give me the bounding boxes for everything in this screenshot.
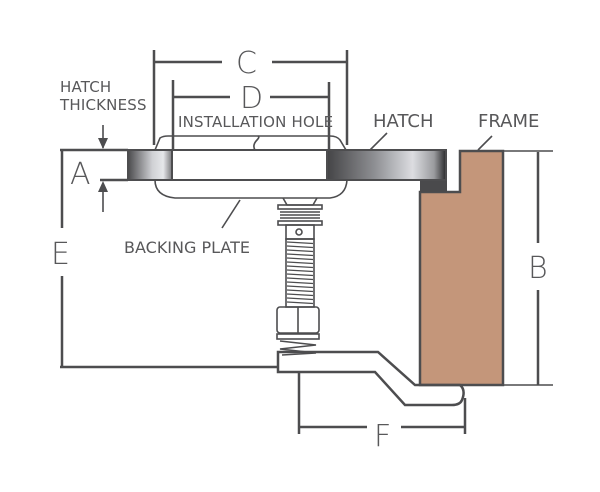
thread-line [286, 297, 314, 301]
trim-ring [154, 135, 347, 151]
hatch-lid [60, 148, 447, 182]
thread-line [286, 281, 314, 285]
bolt-threads [286, 241, 314, 305]
dimension-b [503, 150, 553, 386]
dim-label-a: A [70, 157, 91, 192]
thread-line [286, 269, 314, 273]
label-frame: FRAME [478, 111, 539, 132]
label-hatch-thickness-1: HATCH [60, 78, 111, 96]
thread-line [286, 285, 314, 289]
label-hatch: HATCH [373, 111, 434, 132]
dimension-a [98, 125, 108, 212]
thread-line [286, 301, 314, 305]
thread-line [286, 293, 314, 297]
dimension-c [152, 50, 349, 145]
label-backing-plate: BACKING PLATE [124, 238, 250, 257]
backing-plate-leader [221, 199, 241, 229]
hatch-section-right [326, 149, 447, 181]
thread-line [286, 265, 314, 269]
hole-break-mark [253, 135, 260, 151]
thread-line [286, 241, 314, 245]
installation-hole [171, 149, 328, 181]
washer [276, 333, 320, 340]
thread-line [286, 245, 314, 249]
dim-label-d: D [240, 81, 263, 116]
thread-line [286, 249, 314, 253]
spring [279, 340, 317, 356]
frame [418, 149, 528, 387]
thread-line [286, 257, 314, 261]
thread-line [286, 289, 314, 293]
frame-gasket [420, 180, 447, 192]
thread-line [286, 253, 314, 257]
dimension-f [297, 372, 467, 434]
thread-line [286, 273, 314, 277]
label-hatch-thickness-2: THICKNESS [59, 96, 147, 114]
bolt-assembly [276, 197, 323, 356]
hatch-leader [369, 132, 388, 151]
dim-label-b: B [528, 251, 548, 286]
frame-leader [477, 135, 493, 151]
thread-line [286, 277, 314, 281]
dim-label-e: E [51, 237, 70, 272]
dim-label-c: C [236, 46, 257, 81]
backing-plate [154, 179, 348, 199]
label-installation-hole: INSTALLATION HOLE [178, 113, 333, 131]
dimension-d [171, 80, 331, 150]
latch-arm [276, 350, 465, 407]
hatch-section-left [127, 149, 173, 181]
dim-label-f: F [374, 419, 391, 454]
thread-line [286, 261, 314, 265]
